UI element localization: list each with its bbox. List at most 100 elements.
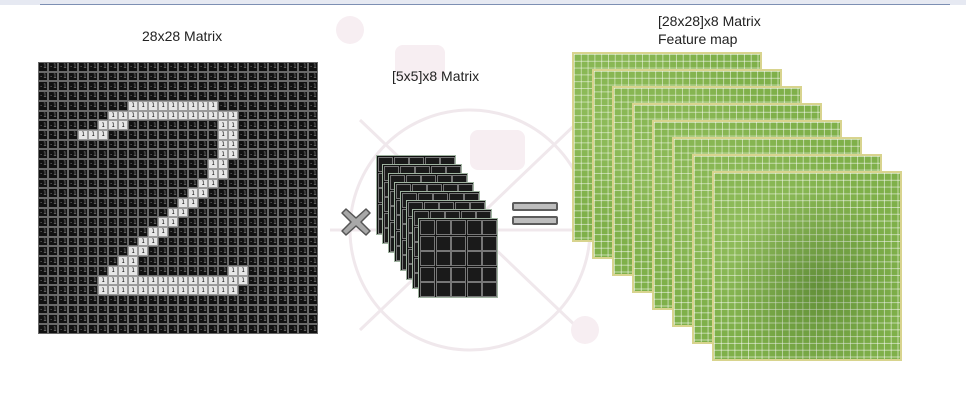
matrix-cell: 1 xyxy=(198,275,208,286)
matrix-cell: -1 xyxy=(228,217,238,228)
matrix-cell: 1 xyxy=(198,188,208,198)
matrix-cell: -1 xyxy=(228,178,238,189)
matrix-cell: -1 xyxy=(68,178,78,189)
matrix-cell: -1 xyxy=(68,207,78,218)
matrix-cell: -1 xyxy=(198,91,208,101)
matrix-cell: -1 xyxy=(158,149,168,160)
matrix-cell: -1 xyxy=(198,246,208,257)
matrix-cell: -1 xyxy=(38,149,48,160)
matrix-cell: -1 xyxy=(178,295,188,305)
matrix-cell: -1 xyxy=(128,149,138,160)
matrix-cell: -1 xyxy=(78,295,88,305)
matrix-cell: -1 xyxy=(68,139,78,150)
matrix-cell: -1 xyxy=(88,188,98,198)
matrix-cell: 1 xyxy=(118,265,128,276)
matrix-cell: -1 xyxy=(48,217,58,228)
matrix-cell: -1 xyxy=(248,314,258,325)
matrix-cell: -1 xyxy=(298,100,308,111)
matrix-cell: -1 xyxy=(98,217,108,228)
matrix-cell: -1 xyxy=(248,295,258,305)
matrix-cell: -1 xyxy=(168,81,178,92)
matrix-cell: -1 xyxy=(208,139,218,150)
matrix-cell: -1 xyxy=(48,168,58,179)
matrix-cell: -1 xyxy=(308,217,318,228)
matrix-cell: -1 xyxy=(178,256,188,266)
matrix-cell: -1 xyxy=(248,178,258,189)
matrix-cell: -1 xyxy=(258,62,268,72)
matrix-cell: 1 xyxy=(168,207,178,218)
matrix-cell: -1 xyxy=(68,236,78,247)
matrix-cell: -1 xyxy=(238,256,248,266)
matrix-cell: -1 xyxy=(78,304,88,315)
matrix-cell: -1 xyxy=(258,149,268,160)
matrix-cell: 1 xyxy=(188,188,198,198)
matrix-cell: -1 xyxy=(148,178,158,189)
matrix-cell: -1 xyxy=(128,168,138,179)
matrix-cell: -1 xyxy=(298,168,308,179)
matrix-cell: -1 xyxy=(288,304,298,315)
matrix-cell: 1 xyxy=(178,100,188,111)
matrix-cell: -1 xyxy=(88,81,98,92)
matrix-cell: -1 xyxy=(268,91,278,101)
matrix-cell: -1 xyxy=(188,168,198,179)
matrix-cell: -1 xyxy=(58,227,68,237)
times-icon xyxy=(341,208,371,236)
matrix-cell: 1 xyxy=(108,285,118,296)
matrix-cell: -1 xyxy=(58,159,68,169)
matrix-cell: -1 xyxy=(218,324,228,334)
matrix-cell: -1 xyxy=(158,62,168,72)
matrix-cell: -1 xyxy=(138,178,148,189)
matrix-cell: -1 xyxy=(188,178,198,189)
matrix-cell: -1 xyxy=(248,120,258,130)
matrix-cell: -1 xyxy=(148,81,158,92)
matrix-cell: -1 xyxy=(308,207,318,218)
matrix-cell: 1 xyxy=(178,197,188,208)
matrix-cell: -1 xyxy=(278,256,288,266)
kernel-cell xyxy=(451,282,466,297)
matrix-cell: -1 xyxy=(308,120,318,130)
matrix-cell: -1 xyxy=(198,71,208,82)
matrix-cell: -1 xyxy=(268,236,278,247)
matrix-cell: -1 xyxy=(138,265,148,276)
matrix-cell: -1 xyxy=(88,227,98,237)
matrix-cell: -1 xyxy=(278,129,288,140)
matrix-cell: -1 xyxy=(278,236,288,247)
matrix-cell: -1 xyxy=(258,285,268,296)
matrix-cell: -1 xyxy=(78,265,88,276)
matrix-cell: -1 xyxy=(128,81,138,92)
matrix-cell: -1 xyxy=(268,304,278,315)
kernel-cell xyxy=(451,220,466,235)
matrix-cell: -1 xyxy=(38,246,48,257)
matrix-cell: -1 xyxy=(148,129,158,140)
matrix-cell: -1 xyxy=(148,188,158,198)
matrix-cell: -1 xyxy=(248,71,258,82)
matrix-cell: -1 xyxy=(228,246,238,257)
matrix-cell: -1 xyxy=(88,100,98,111)
matrix-cell: -1 xyxy=(258,314,268,325)
matrix-cell: -1 xyxy=(218,295,228,305)
matrix-cell: -1 xyxy=(88,207,98,218)
matrix-cell: -1 xyxy=(298,178,308,189)
matrix-cell: -1 xyxy=(108,324,118,334)
matrix-cell: -1 xyxy=(68,285,78,296)
matrix-cell: -1 xyxy=(228,207,238,218)
matrix-cell: -1 xyxy=(278,265,288,276)
matrix-cell: -1 xyxy=(258,246,268,257)
matrix-cell: -1 xyxy=(268,246,278,257)
matrix-cell: -1 xyxy=(178,324,188,334)
matrix-cell: -1 xyxy=(68,91,78,101)
matrix-cell: -1 xyxy=(178,120,188,130)
matrix-cell: -1 xyxy=(78,100,88,111)
matrix-cell: -1 xyxy=(88,275,98,286)
matrix-cell: -1 xyxy=(258,217,268,228)
matrix-cell: -1 xyxy=(208,314,218,325)
matrix-cell: -1 xyxy=(288,188,298,198)
matrix-cell: -1 xyxy=(148,197,158,208)
input-matrix-label: 28x28 Matrix xyxy=(142,28,223,44)
matrix-cell: -1 xyxy=(118,71,128,82)
matrix-cell: -1 xyxy=(98,324,108,334)
matrix-cell: -1 xyxy=(58,246,68,257)
matrix-cell: -1 xyxy=(218,188,228,198)
matrix-cell: -1 xyxy=(278,139,288,150)
matrix-cell: -1 xyxy=(128,295,138,305)
